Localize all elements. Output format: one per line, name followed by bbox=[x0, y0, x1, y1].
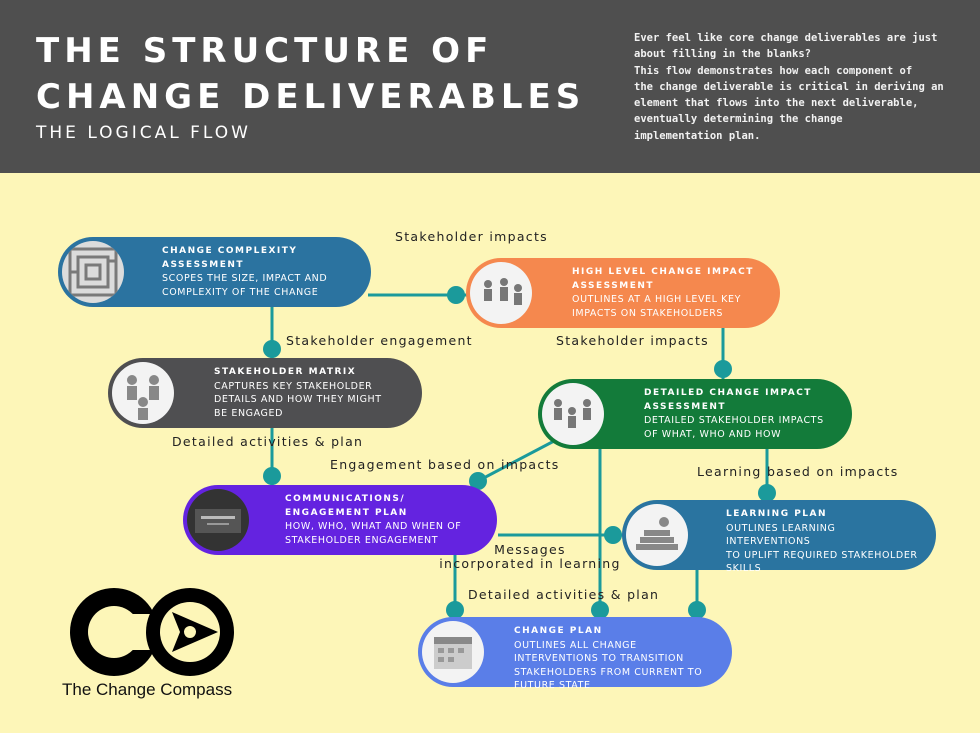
logo-text: The Change Compass bbox=[62, 680, 233, 699]
node-title: DETAILED CHANGE IMPACT ASSESSMENT bbox=[644, 388, 812, 412]
node-description: DETAILED STAKEHOLDER IMPACTS OF WHAT, WH… bbox=[644, 415, 824, 440]
maze-icon bbox=[62, 241, 124, 303]
node-title: HIGH LEVEL CHANGE IMPACT ASSESSMENT bbox=[572, 267, 754, 291]
edge-label: Stakeholder impacts bbox=[556, 333, 709, 348]
node-description: HOW, WHO, WHAT AND WHEN OF STAKEHOLDER E… bbox=[285, 521, 462, 546]
node-change-plan: CHANGE PLAN OUTLINES ALL CHANGE INTERVEN… bbox=[418, 617, 732, 691]
edge-label: Detailed activities & plan bbox=[468, 587, 660, 602]
connector-dot bbox=[591, 601, 609, 619]
node-detailed-impact: DETAILED CHANGE IMPACT ASSESSMENT DETAIL… bbox=[538, 379, 852, 449]
node-title: STAKEHOLDER MATRIX bbox=[214, 367, 357, 377]
node-description: OUTLINES ALL CHANGE INTERVENTIONS TO TRA… bbox=[514, 639, 703, 692]
node-description: CAPTURES KEY STAKEHOLDER DETAILS AND HOW… bbox=[214, 380, 382, 419]
node-change-complexity: CHANGE COMPLEXITY ASSESSMENT SCOPES THE … bbox=[58, 237, 371, 307]
node-stakeholder-matrix: STAKEHOLDER MATRIX CAPTURES KEY STAKEHOL… bbox=[108, 358, 422, 428]
node-title: CHANGE COMPLEXITY ASSESSMENT bbox=[162, 246, 298, 270]
connector-dot bbox=[688, 601, 706, 619]
page-subtitle: THE LOGICAL FLOW bbox=[36, 123, 251, 143]
node-title: COMMUNICATIONS/ ENGAGEMENT PLAN bbox=[285, 494, 408, 518]
node-learning-plan: LEARNING PLAN OUTLINES LEARNING INTERVEN… bbox=[622, 500, 936, 574]
connector-dot bbox=[758, 484, 776, 502]
connector-dot bbox=[604, 526, 622, 544]
node-description: SCOPES THE SIZE, IMPACT AND COMPLEXITY O… bbox=[162, 273, 328, 298]
people-icon bbox=[470, 262, 532, 324]
node-title: CHANGE PLAN bbox=[514, 626, 603, 636]
intro-text: Ever feel like core change deliverables … bbox=[634, 32, 944, 142]
header-banner: THE STRUCTURE OF CHANGE DELIVERABLES THE… bbox=[0, 0, 980, 173]
edge-label: Messages incorporated in learning bbox=[439, 542, 621, 571]
edge-label: Detailed activities & plan bbox=[172, 434, 364, 449]
page-title: THE STRUCTURE OF CHANGE DELIVERABLES bbox=[36, 31, 586, 117]
change-compass-logo bbox=[70, 588, 234, 676]
connector-dot bbox=[714, 360, 732, 378]
connector-detailed-comms bbox=[477, 438, 557, 483]
people-icon bbox=[542, 383, 604, 445]
connector-dot bbox=[263, 340, 281, 358]
edge-label: Stakeholder impacts bbox=[395, 229, 548, 244]
node-description: OUTLINES LEARNING INTERVENTIONS TO UPLIF… bbox=[726, 522, 918, 575]
edge-label: Engagement based on impacts bbox=[330, 457, 560, 472]
node-description: OUTLINES AT A HIGH LEVEL KEY IMPACTS ON … bbox=[572, 294, 742, 319]
edge-label: Learning based on impacts bbox=[697, 464, 899, 479]
books-icon bbox=[626, 504, 688, 566]
connector-dot bbox=[446, 601, 464, 619]
connector-dot bbox=[447, 286, 465, 304]
node-title: LEARNING PLAN bbox=[726, 509, 828, 519]
node-communications-plan: COMMUNICATIONS/ ENGAGEMENT PLAN HOW, WHO… bbox=[183, 485, 497, 555]
people-icon bbox=[112, 362, 174, 424]
node-high-level-impact: HIGH LEVEL CHANGE IMPACT ASSESSMENT OUTL… bbox=[466, 258, 780, 328]
edge-label: Stakeholder engagement bbox=[286, 333, 473, 348]
calendar-icon bbox=[422, 621, 484, 683]
screen-icon bbox=[187, 489, 249, 551]
connector-dot bbox=[263, 467, 281, 485]
connector-dot bbox=[469, 472, 487, 490]
